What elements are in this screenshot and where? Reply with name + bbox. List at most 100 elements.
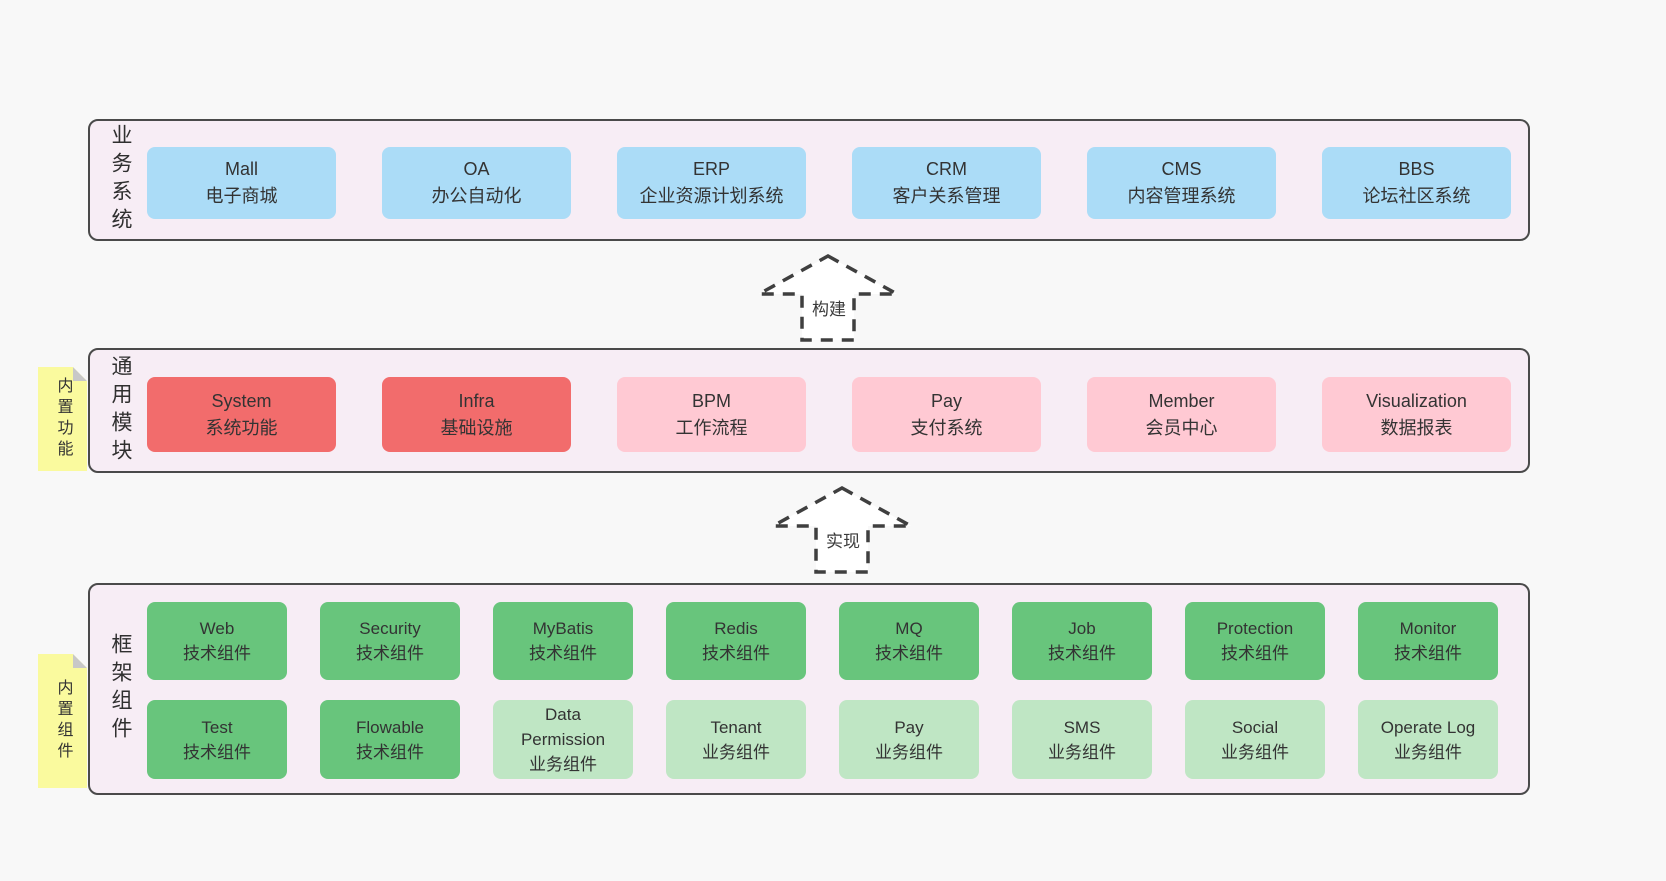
box-name: Operate Log [1380, 717, 1476, 737]
components-box-row-1: Web 技术组件 Security 技术组件 MyBatis 技术组件 Redi… [147, 602, 1498, 680]
box-operate-log: Operate Log 业务组件 [1358, 700, 1498, 779]
box-erp: ERP 企业资源计划系统 [617, 147, 806, 219]
box-desc: 基础设施 [440, 417, 513, 438]
box-name: CRM [926, 159, 967, 179]
box-name: Flowable [355, 717, 425, 737]
box-name: Pay [930, 390, 963, 411]
box-desc: 论坛社区系统 [1362, 186, 1471, 206]
box-social: Social 业务组件 [1185, 700, 1325, 779]
box-monitor: Monitor 技术组件 [1358, 602, 1498, 680]
box-desc: 企业资源计划系统 [639, 186, 784, 206]
box-desc: 电子商城 [205, 186, 278, 206]
modules-layer-label: 通用模块 [109, 354, 132, 467]
box-test: Test 技术组件 [147, 700, 287, 779]
box-name: Monitor [1399, 619, 1457, 638]
box-name: Tenant [710, 717, 762, 737]
box-name: Web [199, 619, 235, 638]
box-desc: 内容管理系统 [1127, 186, 1236, 206]
box-name: BBS [1398, 159, 1435, 179]
box-protection: Protection 技术组件 [1185, 602, 1325, 680]
box-desc: 会员中心 [1145, 417, 1218, 438]
box-desc: 系统功能 [205, 417, 278, 438]
box-name: Redis [714, 619, 758, 638]
business-systems-layer: 业务系统 Mall 电子商城 OA 办公自动化 ERP 企业资源计划系统 CRM… [88, 119, 1530, 241]
box-desc: 业务组件 [702, 742, 770, 762]
box-job: Job 技术组件 [1012, 602, 1152, 680]
implement-arrow-label: 实现 [824, 527, 862, 552]
box-member: Member 会员中心 [1087, 377, 1276, 452]
box-name: Mall [224, 159, 258, 179]
modules-box-row: System 系统功能 Infra 基础设施 BPM 工作流程 Pay 支付系统… [147, 377, 1511, 452]
box-desc: 工作流程 [675, 417, 748, 438]
box-infra: Infra 基础设施 [382, 377, 571, 452]
business-layer-label: 业务系统 [109, 124, 132, 236]
box-desc: 业务组件 [875, 742, 943, 762]
box-name: Test [201, 717, 233, 737]
box-name: ERP [692, 159, 730, 179]
box-name: CMS [1161, 159, 1202, 179]
box-bbs: BBS 论坛社区系统 [1322, 147, 1511, 219]
box-desc: 业务组件 [1394, 742, 1462, 762]
builtin-features-note-text: 内置功能 [54, 377, 72, 461]
box-mybatis: MyBatis 技术组件 [493, 602, 633, 680]
box-mall: Mall 电子商城 [147, 147, 336, 219]
box-name: OA [463, 159, 490, 179]
box-name: Visualization [1366, 390, 1467, 411]
box-oa: OA 办公自动化 [382, 147, 571, 219]
components-box-row-2: Test 技术组件 Flowable 技术组件 Data Permission … [147, 700, 1498, 779]
box-desc: 业务组件 [1048, 742, 1116, 762]
build-arrow-label: 构建 [810, 295, 848, 320]
box-desc: 技术组件 [1394, 644, 1462, 663]
box-desc: 技术组件 [1221, 644, 1289, 663]
box-desc: 技术组件 [875, 644, 943, 663]
box-system: System 系统功能 [147, 377, 336, 452]
box-desc: 数据报表 [1380, 417, 1453, 438]
box-desc: 技术组件 [1048, 644, 1116, 663]
box-web: Web 技术组件 [147, 602, 287, 680]
box-desc: 技术组件 [356, 742, 424, 762]
box-name: MyBatis [532, 619, 594, 638]
box-redis: Redis 技术组件 [666, 602, 806, 680]
box-name: Pay [894, 717, 924, 737]
framework-components-layer: 框架组件 Web 技术组件 Security 技术组件 MyBatis 技术组件… [88, 583, 1530, 795]
box-tenant: Tenant 业务组件 [666, 700, 806, 779]
box-pay-component: Pay 业务组件 [839, 700, 979, 779]
box-name: BPM [691, 390, 731, 411]
box-name: MQ [895, 619, 923, 638]
box-cms: CMS 内容管理系统 [1087, 147, 1276, 219]
common-modules-layer: 通用模块 System 系统功能 Infra 基础设施 BPM 工作流程 Pay… [88, 348, 1530, 473]
box-name: System [211, 390, 272, 411]
box-flowable: Flowable 技术组件 [320, 700, 460, 779]
box-name: Security [359, 619, 421, 638]
box-name: Protection [1216, 619, 1294, 638]
box-name: Member [1148, 390, 1215, 411]
box-desc: 客户关系管理 [892, 186, 1001, 206]
note-fold-corner-icon [73, 367, 87, 381]
box-name: Social [1231, 717, 1279, 737]
box-name: Infra [458, 390, 495, 411]
box-desc: 业务组件 [529, 755, 597, 774]
builtin-components-note: 内置组件 [38, 654, 87, 788]
box-name: Data Permission [520, 705, 606, 749]
box-bpm: BPM 工作流程 [617, 377, 806, 452]
box-desc: 技术组件 [183, 742, 251, 762]
note-fold-corner-icon [73, 654, 87, 668]
box-visualization: Visualization 数据报表 [1322, 377, 1511, 452]
box-crm: CRM 客户关系管理 [852, 147, 1041, 219]
box-desc: 技术组件 [183, 644, 251, 663]
box-desc: 技术组件 [356, 644, 424, 663]
box-mq: MQ 技术组件 [839, 602, 979, 680]
box-desc: 技术组件 [529, 644, 597, 663]
box-desc: 技术组件 [702, 644, 770, 663]
box-name: Job [1068, 619, 1096, 638]
box-name: SMS [1063, 717, 1101, 737]
components-layer-label: 框架组件 [109, 633, 132, 745]
box-pay-module: Pay 支付系统 [852, 377, 1041, 452]
business-box-row: Mall 电子商城 OA 办公自动化 ERP 企业资源计划系统 CRM 客户关系… [147, 147, 1511, 219]
builtin-components-note-text: 内置组件 [54, 679, 72, 763]
builtin-features-note: 内置功能 [38, 367, 87, 471]
box-data-permission: Data Permission 业务组件 [493, 700, 633, 779]
box-security: Security 技术组件 [320, 602, 460, 680]
box-desc: 业务组件 [1221, 742, 1289, 762]
